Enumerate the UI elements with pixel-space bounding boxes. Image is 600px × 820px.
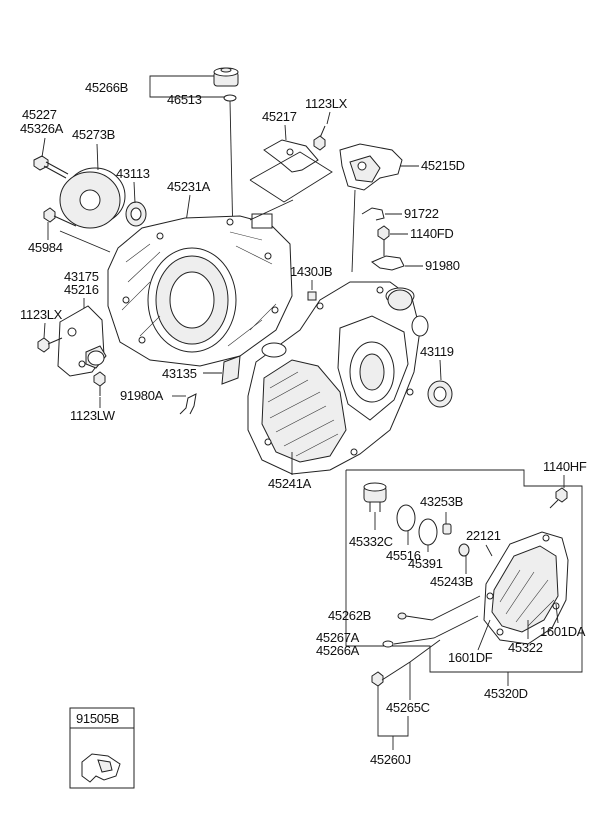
- label-45322: 45322: [508, 640, 543, 655]
- part-43119-seal: [427, 380, 453, 408]
- part-45391-sleeve: [442, 523, 452, 535]
- part-1140FD-bolt: [377, 225, 390, 256]
- part-1140HF-bolt: [549, 487, 568, 509]
- part-45516-oring: [396, 504, 416, 532]
- label-45267A: 45267A: [316, 630, 360, 645]
- label-45391: 45391: [408, 556, 443, 571]
- part-1123LW-bolt: [93, 371, 106, 396]
- part-45241A-case: [247, 281, 429, 475]
- part-45332C-plug: [363, 482, 387, 512]
- part-1123LX-bolt-top: [313, 125, 326, 151]
- label-45516: 45516: [386, 548, 421, 563]
- label-43119: 43119: [420, 344, 454, 359]
- part-45227-bolt: [33, 155, 69, 179]
- label-46513: 46513: [167, 92, 202, 107]
- part-45273B-bearing: [59, 167, 126, 229]
- label-91980: 91980: [425, 258, 460, 273]
- part-45216-bracket: [57, 305, 107, 377]
- label-1123LX-top: 1123LX: [305, 96, 348, 111]
- part-45265C-bolt: [371, 661, 411, 687]
- label-1123LX-left: 1123LX: [20, 307, 63, 322]
- label-91505B: 91505B: [76, 711, 119, 726]
- label-45320D: 45320D: [484, 686, 528, 701]
- label-45262B: 45262B: [328, 608, 371, 623]
- label-45217: 45217: [262, 109, 297, 124]
- label-1601DF: 1601DF: [448, 650, 493, 665]
- leader-box-45217: [249, 151, 333, 221]
- label-45215D: 45215D: [421, 158, 465, 173]
- part-45231A-housing: [107, 213, 293, 367]
- part-43253B-ring: [418, 518, 438, 546]
- part-45262B-plug: [397, 612, 407, 620]
- label-91980A: 91980A: [120, 388, 164, 403]
- label-1123LW: 1123LW: [70, 408, 116, 423]
- label-91722: 91722: [404, 206, 439, 221]
- part-45243B-bushing: [458, 543, 470, 557]
- label-45231A: 45231A: [167, 179, 211, 194]
- label-1601DA: 1601DA: [540, 624, 586, 639]
- assembly-box-45320D: [345, 469, 583, 673]
- label-45326A: 45326A: [20, 121, 64, 136]
- part-46513-ring: [223, 94, 237, 102]
- part-91505B-clip: [81, 753, 121, 783]
- label-45216: 45216: [64, 282, 99, 297]
- part-45215D-mount: [339, 143, 403, 191]
- part-43113-seal: [125, 201, 147, 227]
- label-45241A: 45241A: [268, 476, 312, 491]
- label-45265C: 45265C: [386, 700, 430, 715]
- part-45217-bracket: [263, 139, 319, 173]
- label-43113: 43113: [116, 166, 150, 181]
- label-43135: 43135: [162, 366, 197, 381]
- part-91980A-clip: [179, 393, 197, 415]
- label-45266A: 45266A: [316, 643, 360, 658]
- part-45320D-cover: [483, 531, 569, 645]
- label-1430JB: 1430JB: [290, 264, 332, 279]
- part-1430JB-pin: [307, 291, 317, 301]
- label-45243B: 45243B: [430, 574, 473, 589]
- label-45227: 45227: [22, 107, 57, 122]
- label-43253B: 43253B: [420, 494, 463, 509]
- part-45266B-plug: [213, 67, 239, 87]
- label-22121: 22121: [466, 528, 501, 543]
- label-45273B: 45273B: [72, 127, 115, 142]
- part-91980-clip: [371, 255, 405, 271]
- part-91722-clip: [361, 207, 385, 221]
- part-45984-bolt: [43, 207, 77, 227]
- label-43175: 43175: [64, 269, 99, 284]
- label-45260J: 45260J: [370, 752, 411, 767]
- label-45984: 45984: [28, 240, 63, 255]
- label-45266B: 45266B: [85, 80, 128, 95]
- part-45267A-oring: [382, 640, 394, 648]
- label-1140HF: 1140HF: [543, 459, 587, 474]
- label-1140FD: 1140FD: [410, 226, 453, 241]
- part-43135-plate: [221, 355, 241, 385]
- label-45332C: 45332C: [349, 534, 393, 549]
